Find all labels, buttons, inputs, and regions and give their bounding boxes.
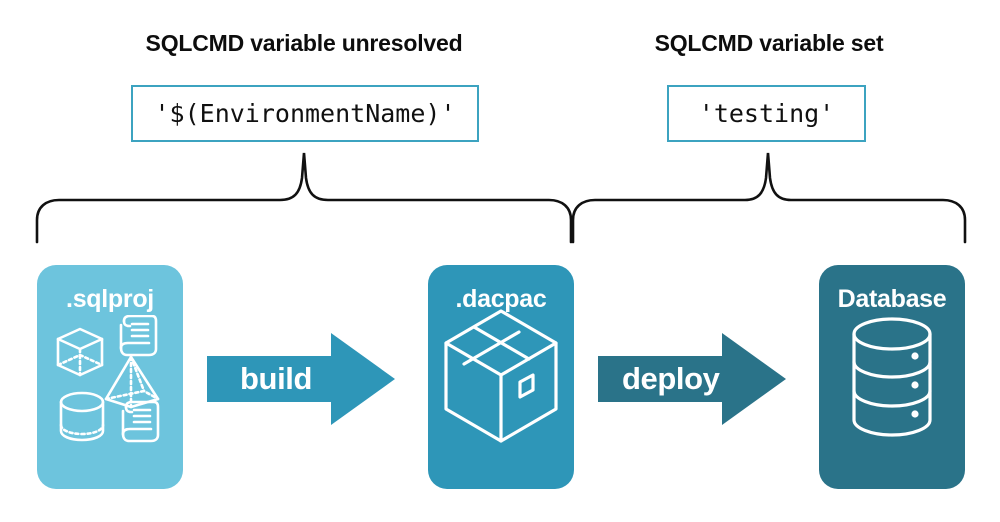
arrow-build — [207, 333, 395, 425]
code-box-testing: 'testing' — [667, 85, 866, 142]
shapes-and-scripts-icon — [37, 315, 183, 445]
brace-deploy-scope — [571, 152, 967, 244]
database-cylinder-icon — [819, 315, 965, 443]
stage-card-database: Database — [819, 265, 965, 489]
brace-build-scope — [35, 152, 573, 244]
code-box-environment-name: '$(EnvironmentName)' — [131, 85, 479, 142]
arrow-deploy-label: deploy — [622, 361, 720, 396]
arrow-build-label: build — [240, 361, 313, 396]
code-box-environment-name-value: '$(EnvironmentName)' — [154, 99, 456, 128]
stage-card-database-label: Database — [837, 285, 947, 313]
stage-card-dacpac-label: .dacpac — [455, 285, 547, 313]
code-box-testing-value: 'testing' — [698, 99, 835, 128]
stage-card-dacpac: .dacpac — [428, 265, 574, 489]
stage-card-sqlproj-label: .sqlproj — [66, 285, 154, 313]
stage-card-sqlproj: .sqlproj — [37, 265, 183, 489]
heading-sqlcmd-set: SQLCMD variable set — [654, 30, 884, 56]
package-box-icon — [428, 307, 574, 447]
arrow-deploy — [598, 333, 786, 425]
heading-sqlcmd-unresolved: SQLCMD variable unresolved — [145, 30, 463, 56]
